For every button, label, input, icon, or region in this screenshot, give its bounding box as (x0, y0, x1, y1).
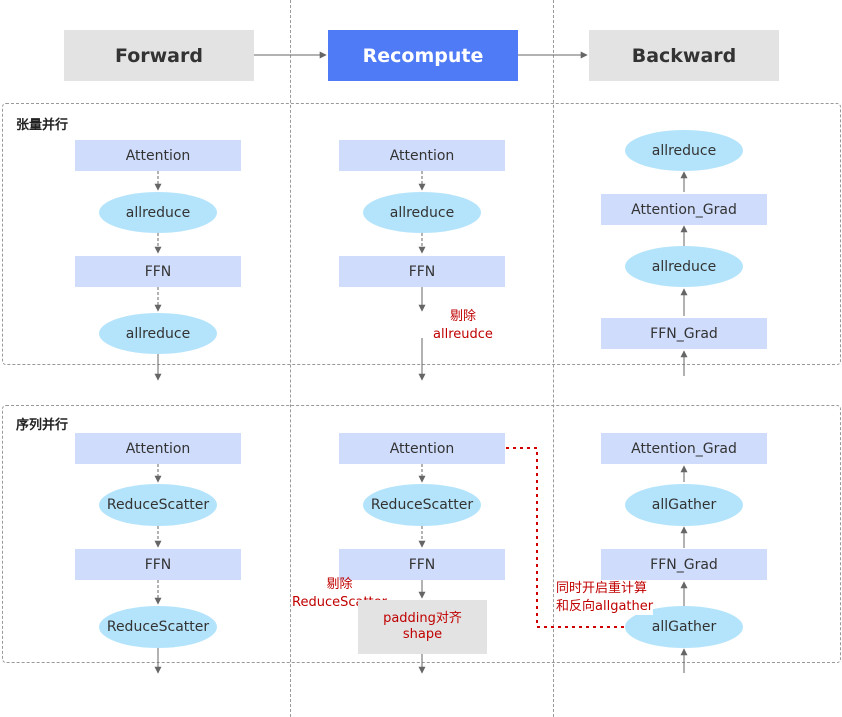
sequence-parallel-title: 序列并行 (16, 418, 69, 433)
tp-fwd-allreduce-2: allreduce (99, 313, 217, 354)
column-divider-left (290, 0, 291, 717)
overlap-connector (506, 447, 624, 628)
tp-rec-allreduce: allreduce (363, 192, 481, 233)
sp-fwd-reducescatter-2: ReduceScatter (99, 606, 217, 648)
tp-bwd-allreduce-mid: allreduce (625, 246, 743, 287)
tp-bwd-allreduce-top: allreduce (625, 130, 743, 171)
tp-bwd-attention-grad: Attention_Grad (601, 194, 767, 225)
padding-align-box: padding对齐 shape (358, 600, 487, 654)
sp-rec-reducescatter: ReduceScatter (363, 484, 481, 526)
sp-rec-ffn: FFN (339, 549, 505, 580)
sp-fwd-attention: Attention (75, 433, 241, 464)
tp-fwd-attention: Attention (75, 140, 241, 171)
backward-header: Backward (589, 30, 779, 81)
sp-bwd-ffn-grad: FFN_Grad (601, 549, 767, 580)
sp-bwd-allgather-1: allGather (625, 484, 743, 526)
forward-header: Forward (64, 30, 254, 81)
column-divider-right (553, 0, 554, 717)
tensor-parallel-title: 张量并行 (16, 118, 69, 133)
overlap-note: 同时开启重计算 和反向allgather (556, 580, 654, 616)
recompute-header: Recompute (328, 30, 518, 81)
sp-fwd-ffn: FFN (75, 549, 241, 580)
tp-fwd-ffn: FFN (75, 256, 241, 287)
tp-bwd-ffn-grad: FFN_Grad (601, 318, 767, 349)
tp-rec-removed-note: 剔除 allreudce (433, 309, 493, 342)
tp-rec-attention: Attention (339, 140, 505, 171)
sp-fwd-reducescatter-1: ReduceScatter (99, 484, 217, 526)
sp-bwd-attention-grad: Attention_Grad (601, 433, 767, 464)
sp-rec-attention: Attention (339, 433, 505, 464)
tp-rec-ffn: FFN (339, 256, 505, 287)
tp-fwd-allreduce-1: allreduce (99, 192, 217, 233)
